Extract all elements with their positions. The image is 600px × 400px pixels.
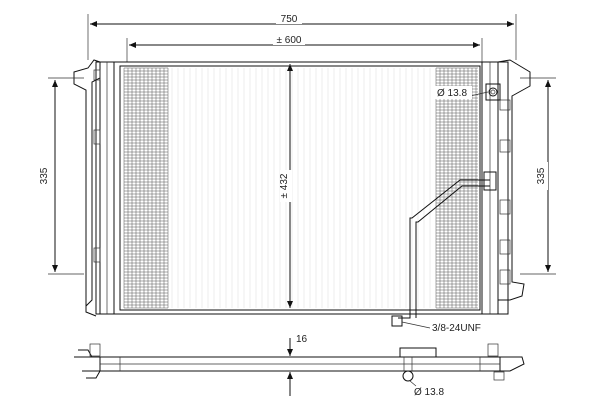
fitting-thread-callout: 3/8-24UNF [401,321,481,334]
condenser-top-view [74,343,525,382]
fitting-thread-label: 3/8-24UNF [432,323,481,334]
left-mount-dimension: 335 [39,77,84,275]
core-width-dimension: ± 600 [126,33,483,62]
depth-dimension: 16 [287,334,308,396]
condenser-front-view [73,59,531,327]
right-mount-bracket [497,59,531,301]
core-height-label: ± 432 [279,173,290,198]
inlet-port [485,83,501,101]
core-height-dimension: ± 432 [279,64,293,308]
outlet-pipe [391,171,497,327]
core-tubes [171,68,431,308]
left-mount-bracket [73,59,101,317]
core-fins-left [123,67,169,309]
inlet-diameter-label: Ø 13.8 [437,88,467,99]
right-mount-label: 335 [536,167,547,184]
outlet-diameter-callout: Ø 13.8 [409,380,444,398]
left-mount-label: 335 [39,167,50,184]
core-fins-right [435,67,478,309]
inlet-diameter-callout: Ø 13.8 [432,86,489,99]
overall-width-dimension: 750 [87,12,517,60]
overall-width-label: 750 [281,14,298,25]
depth-label: 16 [296,334,308,345]
outlet-diameter-label: Ø 13.8 [414,387,444,398]
right-mount-dimension: 335 [520,77,556,275]
core-width-label: ± 600 [277,35,302,46]
